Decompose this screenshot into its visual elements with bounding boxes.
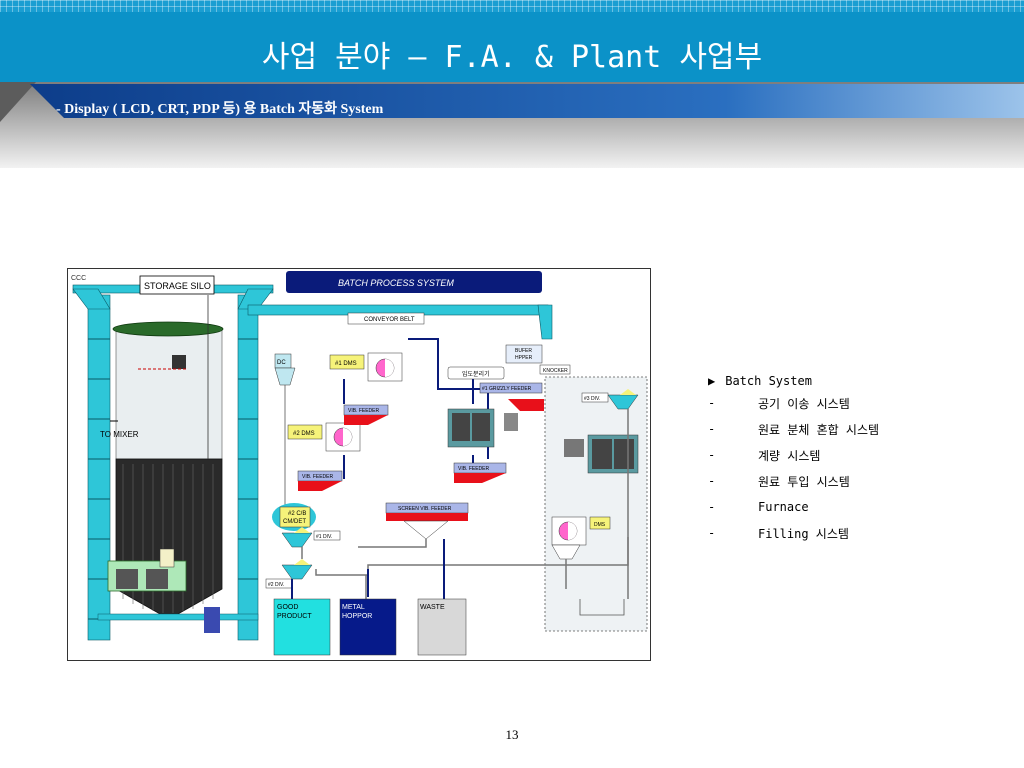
svg-text:SCREEN VIB. FEEDER: SCREEN VIB. FEEDER [398,506,452,512]
good-product-bin [273,598,331,656]
conveyor-belt-label: CONVEYOR BELT [364,317,415,323]
svg-text:BUFER: BUFER [515,348,532,354]
batch-system-banner [286,271,542,293]
vib-feeder-1: VIB. FEEDER [343,404,389,425]
dms2-label: #2 DMS [293,431,315,437]
svg-text:VIB. FEEDER: VIB. FEEDER [458,466,490,472]
storage-silo [72,284,274,641]
dc-label: DC [277,360,286,366]
title-banner [0,0,1024,82]
dms3-label: DMS [594,522,606,528]
dms2-box [287,424,323,440]
buffer-hopper [505,344,543,364]
list-heading-text: Batch System [725,374,812,388]
svg-text:#1 GRIZZLY FEEDER: #1 GRIZZLY FEEDER [482,386,532,392]
slide-title: 사업 분야 – F.A. & Plant 사업부 [261,40,763,75]
list-item: -원료 분체 혼합 시스템 [708,422,880,437]
metal-hopper-label-2: HOPPOR [342,613,372,620]
batch-system-list: ▶ Batch System -공기 이송 시스템 -원료 분체 혼합 시스템 … [708,372,879,546]
svg-text:VIB. FEEDER: VIB. FEEDER [348,408,380,414]
list-item: -계량 시스템 [708,448,821,463]
diagram-canvas: CCC [71,271,648,656]
furnace-zone [544,376,648,632]
grizzly-feeder: #1 GRIZZLY FEEDER [447,382,544,448]
div1-label: #1 DIV. [316,534,332,540]
good-product-label-2: PRODUCT [277,613,312,620]
list-item: -공기 이송 시스템 [708,396,850,411]
motor-icon [564,439,584,457]
waste-label: WASTE [420,604,445,611]
good-product-label-1: GOOD [277,604,298,611]
bullet-arrow-icon: ▶ [708,374,716,388]
div2-label: #2 DIV. [268,582,284,588]
to-mixer-label: TO MIXER [100,430,139,439]
cmdet-label-1: #2 C/B [288,511,306,517]
dms1-label: #1 DMS [335,361,357,367]
conveyor-belt-box [347,312,425,325]
batch-process-diagram: CCC [67,268,651,661]
knocker-box [539,364,571,375]
svg-text:HPPER: HPPER [515,355,533,361]
metal-hopper-label-1: METAL [342,604,365,611]
screen-feeder: SCREEN VIB. FEEDER [385,502,469,540]
separator-label: 입도분리기 [462,370,490,378]
dms1-box [329,354,365,370]
svg-text:VIB. FEEDER: VIB. FEEDER [302,474,334,480]
list-item: -Furnace [708,500,809,514]
vib-feeder-2: VIB. FEEDER [297,470,343,491]
separator-box [447,366,505,380]
div3-label: #3 DIV. [584,396,600,402]
knocker-label: KNOCKER [543,368,568,374]
ccc-label: CCC [71,275,86,282]
storage-silo-label-box [139,275,215,295]
cmdet-label-2: CM/DET [283,519,306,525]
waste-bin [417,598,467,656]
list-item: -Filling 시스템 [708,526,849,541]
list-item: -원료 투입 시스템 [708,474,850,489]
banner-grid-pattern [0,0,1024,12]
storage-silo-label: STORAGE SILO [144,281,211,291]
metal-hopper-bin [339,598,397,656]
batch-system-banner-text: BATCH PROCESS SYSTEM [338,278,454,288]
list-heading: ▶ Batch System [708,372,879,390]
slide-subtitle: - Display ( LCD, CRT, PDP 등) 용 Batch 자동화… [56,102,384,117]
page-number: 13 [505,727,519,742]
subtitle-band [0,82,1024,168]
vib-feeder-3: VIB. FEEDER [453,462,507,483]
